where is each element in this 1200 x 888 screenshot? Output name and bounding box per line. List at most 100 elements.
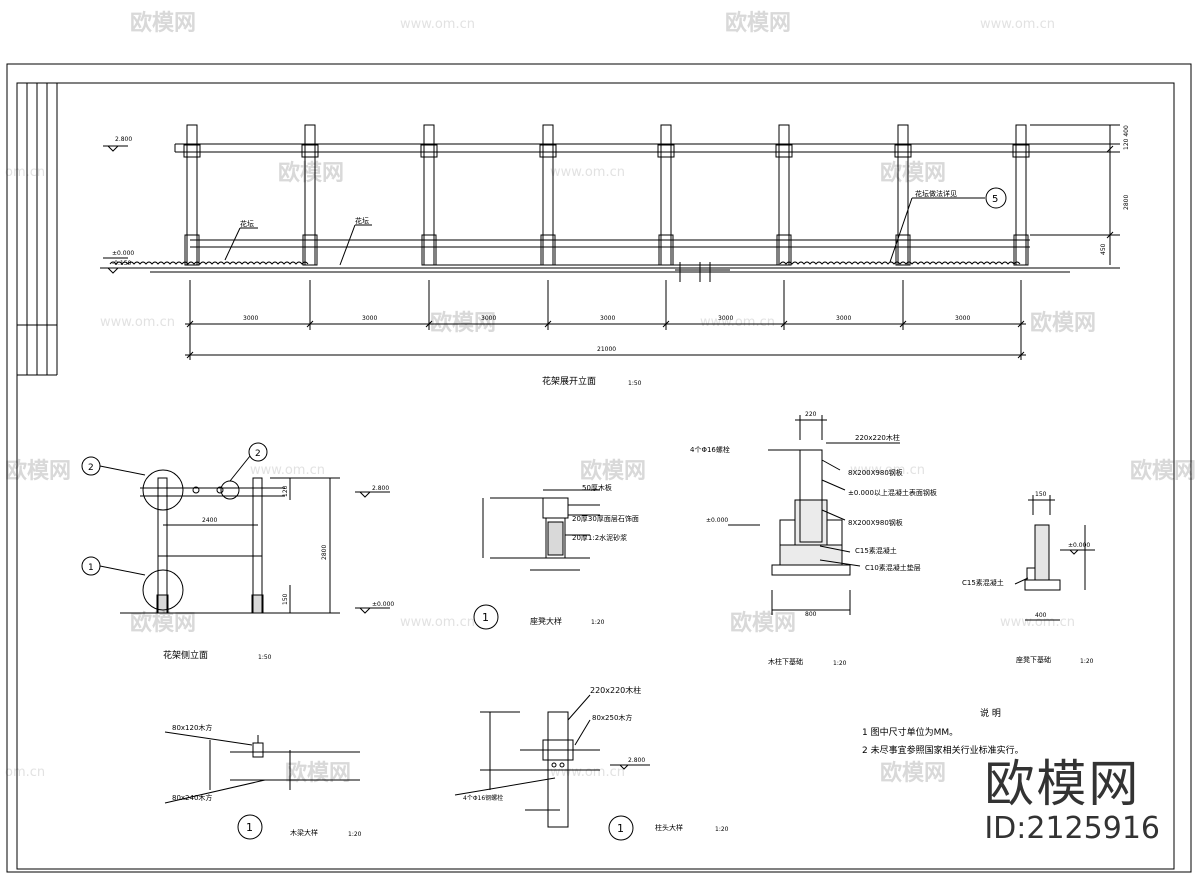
column-foundation-text: 4个Φ16螺栓 220x220木柱 8X200X980钢板 ±0.000以上混凝… <box>690 411 937 667</box>
front-column-2 <box>301 124 319 266</box>
svg-text:C15素混凝土: C15素混凝土 <box>962 578 1004 587</box>
column-head-detail <box>454 694 650 841</box>
front-column-7 <box>894 124 912 266</box>
side-elevation-text: 2 1 2 2400 2800 120 150 2.800 ±0.000 花架侧… <box>88 449 394 661</box>
svg-text:www.om.cn: www.om.cn <box>250 463 325 478</box>
svg-text:1:20: 1:20 <box>833 660 847 667</box>
beam-detail <box>164 731 360 840</box>
svg-text:400: 400 <box>1035 612 1047 619</box>
svg-text:1:50: 1:50 <box>258 654 272 661</box>
svg-text:5: 5 <box>992 194 998 205</box>
front-column-8 <box>1012 124 1030 266</box>
svg-text:欧模网: 欧模网 <box>130 610 196 636</box>
svg-text:欧模网: 欧模网 <box>278 160 344 186</box>
svg-text:欧模网: 欧模网 <box>880 160 946 186</box>
svg-text:1: 1 <box>482 611 489 624</box>
notes-title: 说 明 <box>980 707 1001 719</box>
front-elevation-title: 花架展开立面 <box>542 375 596 387</box>
beam-detail-text: 80x120木方 80x240木方 1 木梁大样 1:20 <box>172 723 362 838</box>
svg-text:1:50: 1:50 <box>628 380 642 387</box>
watermark-layer: 欧模网 www.om.cn 欧模网 www.om.cn om.cn 欧模网 ww… <box>5 10 1196 786</box>
svg-text:±0.000: ±0.000 <box>372 601 394 608</box>
svg-text:欧模网: 欧模网 <box>725 10 791 36</box>
front-column-4 <box>539 124 557 266</box>
svg-text:3000: 3000 <box>243 315 258 322</box>
svg-text:3000: 3000 <box>362 315 377 322</box>
front-elevation-text: 2.800 ±0.000 -0.150 花坛 花坛 花坛做法详见 5 120 4… <box>112 125 1130 387</box>
svg-text:欧模网: 欧模网 <box>580 458 646 484</box>
svg-text:www.om.cn: www.om.cn <box>400 17 475 32</box>
svg-text:1:20: 1:20 <box>348 831 362 838</box>
svg-text:50厚木板: 50厚木板 <box>582 483 612 492</box>
svg-text:±0.000: ±0.000 <box>706 517 728 524</box>
svg-text:2.800: 2.800 <box>372 485 389 492</box>
svg-text:3000: 3000 <box>955 315 970 322</box>
svg-text:8X200X980钢板: 8X200X980钢板 <box>848 518 903 527</box>
svg-text:花坛做法详见: 花坛做法详见 <box>915 189 957 198</box>
svg-text:150: 150 <box>1035 491 1047 498</box>
svg-text:2400: 2400 <box>202 517 217 524</box>
notes: 说 明 1 图中尺寸单位为MM。 2 未尽事宜参照国家相关行业标准实行。 <box>862 707 1024 756</box>
beam-detail-title: 木梁大样 <box>290 828 318 837</box>
seat-detail-title: 座凳大样 <box>530 616 562 626</box>
svg-text:1: 1 <box>88 563 94 573</box>
svg-text:-0.150: -0.150 <box>112 260 132 267</box>
svg-text:www.om.cn: www.om.cn <box>700 315 775 330</box>
column-head-detail-text: 220x220木柱 80x250木方 4个Φ16钢螺栓 2.800 1 柱头大样… <box>463 685 729 835</box>
svg-text:800: 800 <box>805 611 817 618</box>
seat-detail <box>473 489 600 630</box>
svg-text:3000: 3000 <box>600 315 615 322</box>
svg-text:±0.000: ±0.000 <box>112 250 134 257</box>
svg-text:8X200X980钢板: 8X200X980钢板 <box>848 468 903 477</box>
front-column-6 <box>775 124 793 266</box>
sheet-frame <box>6 63 1192 873</box>
svg-text:3000: 3000 <box>481 315 496 322</box>
svg-text:欧模网: 欧模网 <box>1130 458 1196 484</box>
svg-text:欧模网: 欧模网 <box>285 760 351 786</box>
svg-text:80x250木方: 80x250木方 <box>592 713 632 722</box>
svg-text:3000: 3000 <box>836 315 851 322</box>
svg-text:om.cn: om.cn <box>5 165 45 180</box>
seat-foundation <box>1014 495 1095 621</box>
svg-text:欧模网: 欧模网 <box>1030 310 1096 336</box>
svg-text:2800: 2800 <box>321 545 328 560</box>
seat-foundation-title: 座凳下基础 <box>1016 655 1051 664</box>
svg-text:www.om.cn: www.om.cn <box>1000 615 1075 630</box>
svg-text:450: 450 <box>1100 243 1107 255</box>
svg-text:220x220木柱: 220x220木柱 <box>590 685 641 695</box>
front-column-5 <box>657 124 675 266</box>
watermark-brand-name: 欧模网 <box>984 755 1141 813</box>
side-elevation-title: 花架侧立面 <box>163 649 208 661</box>
svg-text:欧模网: 欧模网 <box>130 10 196 36</box>
svg-text:1:20: 1:20 <box>715 826 729 833</box>
svg-text:www.om.cn: www.om.cn <box>550 165 625 180</box>
svg-text:±0.000: ±0.000 <box>1068 542 1090 549</box>
svg-text:花坛: 花坛 <box>240 219 254 228</box>
svg-text:21000: 21000 <box>597 346 616 353</box>
column-foundation <box>728 415 900 615</box>
svg-text:C10素混凝土垫层: C10素混凝土垫层 <box>865 563 921 572</box>
svg-text:120: 120 <box>282 485 289 497</box>
svg-text:1:20: 1:20 <box>591 619 605 626</box>
svg-text:欧模网: 欧模网 <box>430 310 496 336</box>
svg-text:2.800: 2.800 <box>115 136 132 143</box>
svg-text:150: 150 <box>282 593 289 605</box>
svg-text:4个Φ16钢螺栓: 4个Φ16钢螺栓 <box>463 794 503 802</box>
front-column-1 <box>183 124 201 266</box>
side-elevation <box>81 442 390 614</box>
svg-text:2: 2 <box>255 449 261 459</box>
svg-text:2: 2 <box>88 463 94 473</box>
watermark-brand-block: 欧模网 ID:2125916 <box>984 756 1160 846</box>
svg-text:花坛: 花坛 <box>355 216 369 225</box>
svg-text:1: 1 <box>246 821 253 834</box>
svg-text:±0.000以上混凝土表面钢板: ±0.000以上混凝土表面钢板 <box>848 488 937 497</box>
svg-text:20厚1:2水泥砂浆: 20厚1:2水泥砂浆 <box>572 533 627 542</box>
svg-text:220: 220 <box>805 411 817 418</box>
svg-text:2.800: 2.800 <box>628 757 645 764</box>
svg-text:www.om.cn: www.om.cn <box>400 615 475 630</box>
svg-text:3000: 3000 <box>718 315 733 322</box>
seat-detail-text: 50厚木板 20厚30厚面层石饰面 20厚1:2水泥砂浆 1 座凳大样 1:20 <box>482 483 639 626</box>
note-2: 2 未尽事宜参照国家相关行业标准实行。 <box>862 744 1024 756</box>
